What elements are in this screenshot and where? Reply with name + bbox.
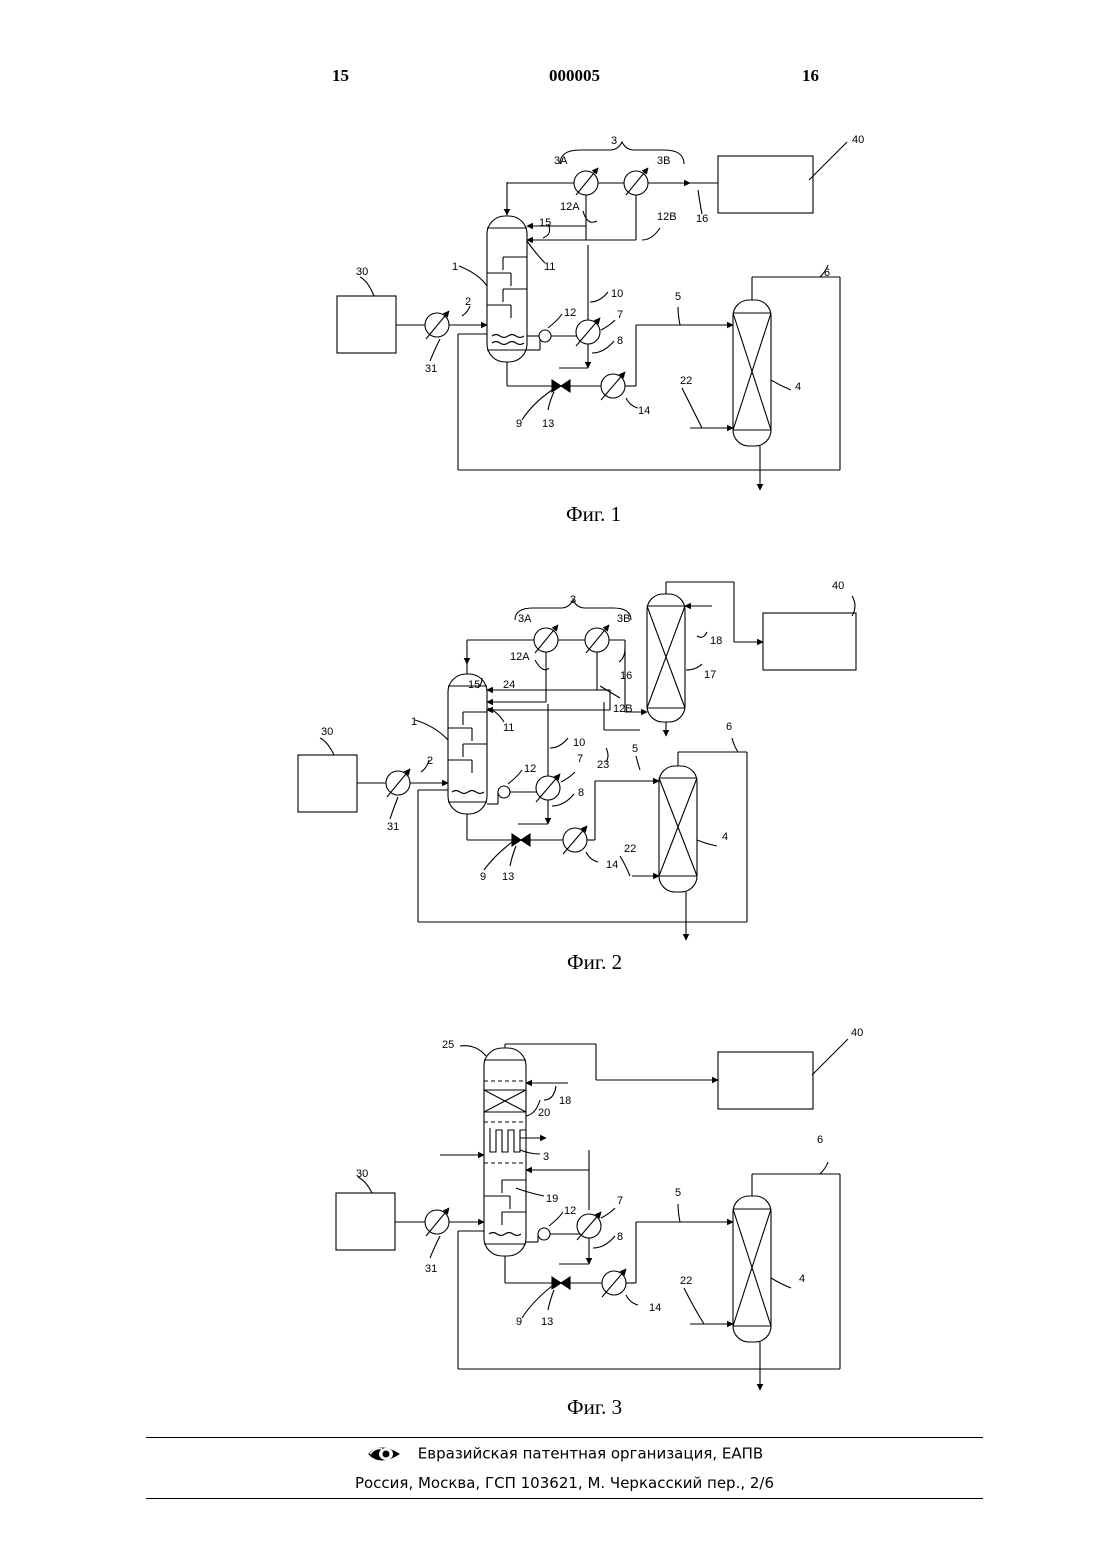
- label-30-fig3: 30: [356, 1168, 368, 1180]
- label-22-fig3: 22: [680, 1275, 692, 1287]
- label-18-fig3: 18: [559, 1095, 571, 1107]
- label-3-fig3: 3: [543, 1151, 549, 1163]
- organization-name: Евразийская патентная организация, ЕАПВ: [418, 1445, 763, 1463]
- label-6-fig3: 6: [817, 1134, 823, 1146]
- label-31-fig3: 31: [425, 1263, 437, 1275]
- label-8-fig3: 8: [617, 1231, 623, 1243]
- figure-3-caption: Фиг. 3: [567, 1395, 622, 1420]
- coil-3: [490, 1128, 526, 1152]
- valve-13-fig3: [552, 1277, 570, 1289]
- figure-3-diagram: 25 40 18 20 3 30 19 12 7 6 5 8 31 14 22 …: [0, 0, 1100, 1400]
- label-25-fig3: 25: [442, 1039, 454, 1051]
- pump-12-fig3: [538, 1228, 550, 1240]
- label-13-fig3: 13: [541, 1316, 553, 1328]
- unit-40-fig3: [718, 1052, 813, 1109]
- eapo-logo-icon: [366, 1443, 402, 1465]
- label-9-fig3: 9: [516, 1316, 522, 1328]
- label-5-fig3: 5: [675, 1187, 681, 1199]
- label-40-fig3: 40: [851, 1027, 863, 1039]
- label-7-fig3: 7: [617, 1195, 623, 1207]
- label-20-fig3: 20: [538, 1107, 550, 1119]
- footer-bottom-rule: [146, 1498, 983, 1499]
- label-14-fig3: 14: [649, 1302, 661, 1314]
- label-4-fig3: 4: [799, 1273, 805, 1285]
- organization-address: Россия, Москва, ГСП 103621, М. Черкасски…: [146, 1474, 983, 1492]
- unit-30-fig3: [336, 1193, 395, 1250]
- footer-top-rule: [146, 1437, 983, 1438]
- label-19-fig3: 19: [546, 1193, 558, 1205]
- label-12-fig3: 12: [564, 1205, 576, 1217]
- footer-organization-line: Евразийская патентная организация, ЕАПВ: [146, 1443, 983, 1465]
